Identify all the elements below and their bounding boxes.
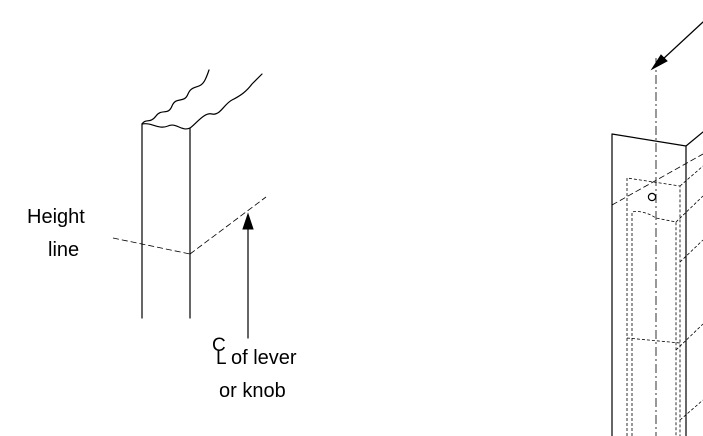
pocket-recede-4 [675, 323, 703, 351]
pocket-recede-2 [675, 195, 703, 223]
height-line-right [611, 153, 703, 206]
door-face-outline [611, 133, 687, 436]
height-line-iso [189, 196, 267, 255]
centerline-label-line2: or knob [219, 380, 286, 402]
latch-hole [647, 192, 657, 202]
pocket-recede-3 [679, 239, 703, 263]
centerline-symbol-c: C [212, 335, 226, 356]
centerline-arrow-head [242, 212, 254, 230]
pocket-recede-5 [679, 399, 703, 421]
break-line-back [141, 73, 263, 130]
door-edge-isometric [611, 21, 703, 436]
pocket-cross-line [626, 337, 681, 344]
height-line [112, 237, 191, 255]
break-line-front [141, 69, 210, 125]
height-label-line2: line [48, 239, 79, 261]
height-label-line1: Height [27, 206, 85, 228]
lock-pocket-inner [631, 211, 677, 436]
height-line-label: Height line [27, 206, 90, 261]
centerline-symbol-l: L [216, 348, 227, 369]
door-edge-detail [112, 69, 267, 339]
lock-pocket-outer [626, 177, 681, 436]
leader-arrow-shaft [661, 21, 703, 61]
pocket-recede-1 [679, 165, 703, 187]
centerline-label-line1: of lever [231, 347, 297, 369]
door-edge-top [685, 131, 703, 147]
